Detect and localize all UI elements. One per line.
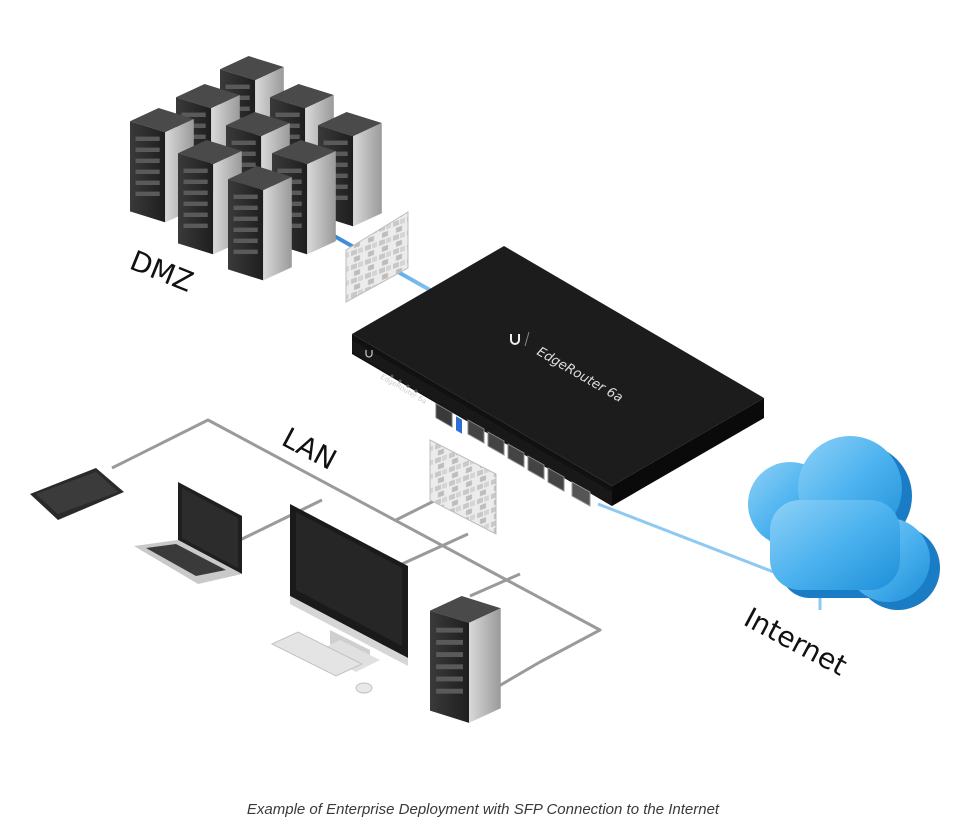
internet-label: Internet: [739, 601, 853, 682]
ubiquiti-u-logo-icon: [510, 331, 530, 347]
keyboard-device: [270, 631, 364, 677]
router-front-logo-icon: [365, 350, 373, 358]
edgerouter-device: EdgeRouter 6a EdgeRouter 6a: [352, 246, 764, 507]
lan-firewall-icon: [429, 439, 497, 535]
lan-label: LAN: [277, 421, 342, 477]
dmz-label: DMZ: [125, 244, 198, 299]
dmz-server-cluster: [130, 56, 382, 281]
ethernet-ports: [467, 419, 565, 492]
dmz-firewall-icon: [345, 211, 409, 303]
desktop-monitor-device: [290, 504, 408, 672]
cloud-icon: [748, 436, 940, 610]
mouse-device: [355, 682, 373, 694]
router-ports: [435, 402, 462, 434]
laptop-device: [134, 482, 242, 584]
figure-caption: Example of Enterprise Deployment with SF…: [246, 801, 720, 818]
sfp-port: [571, 481, 591, 507]
tablet-device: [30, 468, 124, 520]
lan-server-tower: [430, 596, 501, 723]
